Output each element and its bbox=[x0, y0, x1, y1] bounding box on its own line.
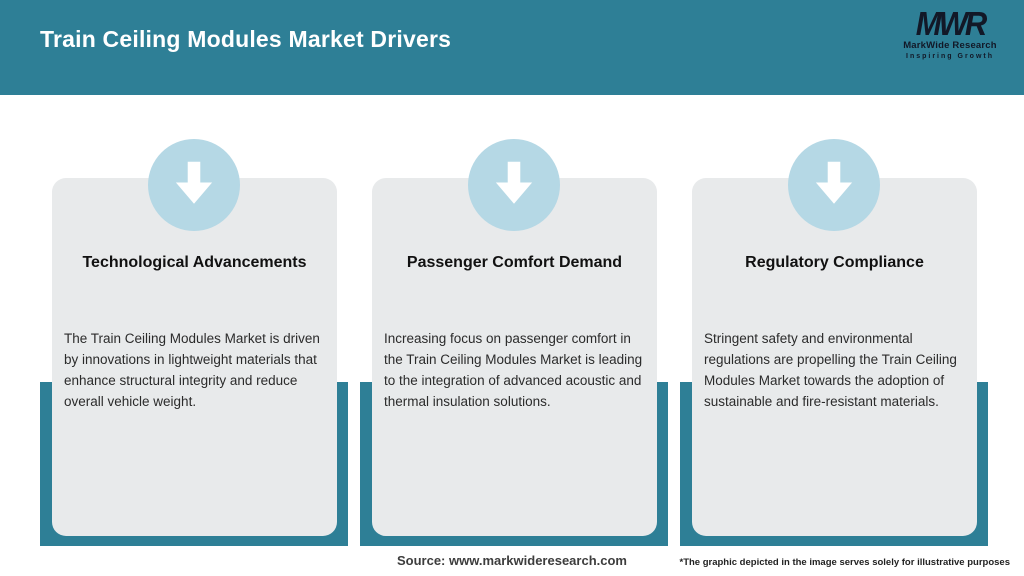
driver-card-regulatory-compliance: Regulatory Compliance Stringent safety a… bbox=[692, 178, 977, 536]
logo-tagline: Inspiring Growth bbox=[906, 52, 994, 60]
arrow-circle bbox=[148, 139, 240, 231]
arrow-circle bbox=[468, 139, 560, 231]
arrow-down-icon bbox=[485, 154, 543, 217]
card-body: Stringent safety and environmental regul… bbox=[704, 331, 957, 409]
arrow-down-icon bbox=[805, 154, 863, 217]
card-title: Regulatory Compliance bbox=[745, 254, 924, 271]
logo-name: MarkWide Research bbox=[903, 40, 997, 51]
card-body: The Train Ceiling Modules Market is driv… bbox=[64, 331, 320, 409]
arrow-down-icon bbox=[165, 154, 223, 217]
card-title: Passenger Comfort Demand bbox=[406, 254, 623, 271]
driver-card-technological-advancements: Technological Advancements The Train Cei… bbox=[52, 178, 337, 536]
source-text: Source: www.markwideresearch.com bbox=[396, 553, 627, 568]
card-title: Technological Advancements bbox=[82, 254, 307, 271]
header-bar: Train Ceiling Modules Market Drivers MWR… bbox=[0, 0, 1024, 95]
card-body: Increasing focus on passenger comfort in… bbox=[384, 331, 643, 409]
driver-card-passenger-comfort-demand: Passenger Comfort Demand Increasing focu… bbox=[372, 178, 657, 536]
logo-abbr: MWR bbox=[915, 4, 988, 43]
markwide-research-logo: MWR MarkWide Research Inspiring Growth bbox=[890, 4, 1010, 60]
page-title: Train Ceiling Modules Market Drivers bbox=[40, 26, 452, 52]
disclaimer-text: *The graphic depicted in the image serve… bbox=[679, 557, 1011, 568]
arrow-circle bbox=[788, 139, 880, 231]
